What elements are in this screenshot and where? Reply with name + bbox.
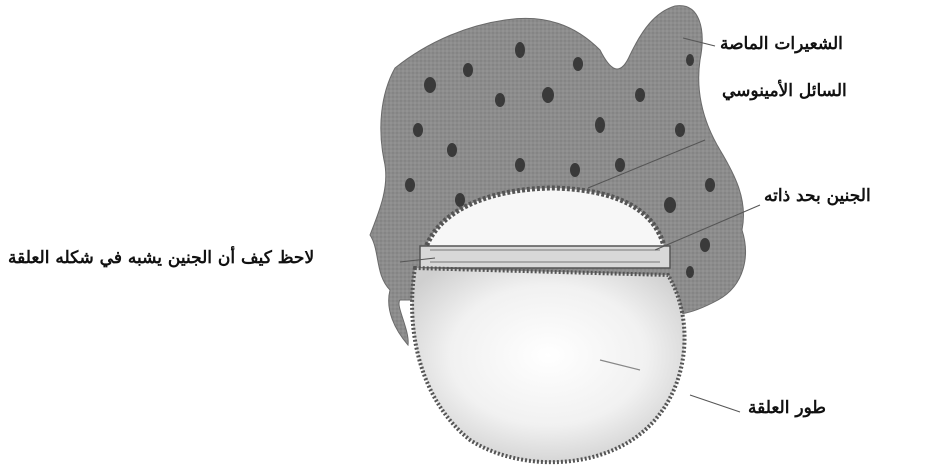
label-leech-stage: طور العلقة [748, 400, 826, 417]
label-amniotic-fluid: السائل الأمينوسي [722, 83, 847, 100]
embryonic-disc [420, 246, 670, 268]
label-leech-shape-note: لاحظ كيف أن الجنين يشبه في شكله العلقة [8, 250, 314, 267]
label-embryo-proper: الجنين بحد ذاته [764, 188, 871, 205]
yolk-sac [412, 268, 684, 462]
label-villi: الشعيرات الماصة [720, 36, 843, 53]
